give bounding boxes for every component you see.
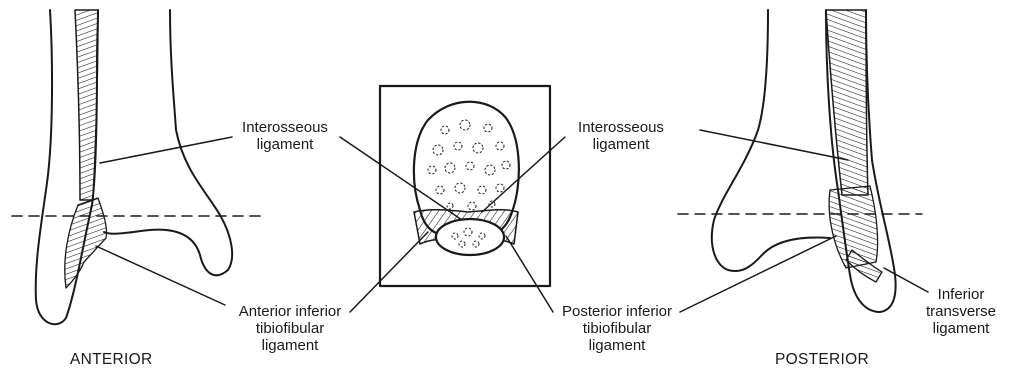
caption-anterior: ANTERIOR	[70, 351, 153, 368]
label-interosseous-left: Interosseous ligament	[232, 119, 338, 153]
cross-interosseous-leader-left	[340, 137, 462, 220]
cross-section-view	[340, 86, 565, 312]
posterior-interosseous-membrane	[826, 10, 868, 195]
label-interosseous-right: Interosseous ligament	[568, 119, 674, 153]
tibia-trabecular-pattern	[428, 120, 510, 210]
fibula-cross-section	[436, 219, 504, 255]
caption-posterior: POSTERIOR	[775, 351, 869, 368]
anterior-view	[12, 10, 262, 324]
cross-anterior-leader	[350, 232, 428, 312]
cross-posterior-leader	[506, 236, 553, 312]
label-anterior-inferior-tibiofibular: Anterior inferior tibiofibular ligament	[224, 303, 356, 354]
label-inferior-transverse: Inferior transverse ligament	[916, 286, 1006, 337]
anterior-inferior-leader	[96, 246, 225, 305]
anterior-interosseous-leader	[100, 137, 232, 163]
anterior-inferior-tibiofibular-ligament	[65, 198, 107, 288]
posterior-interosseous-leader	[700, 130, 848, 160]
cross-interosseous-leader-right	[482, 137, 565, 212]
label-posterior-inferior-tibiofibular: Posterior inferior tibiofibular ligament	[548, 303, 686, 354]
posterior-tibia-outline	[712, 10, 830, 271]
anterior-interosseous-membrane	[75, 10, 98, 200]
posterior-view	[678, 10, 928, 312]
anterior-tibia-outline	[104, 10, 232, 275]
posterior-inferior-leader	[680, 236, 836, 312]
